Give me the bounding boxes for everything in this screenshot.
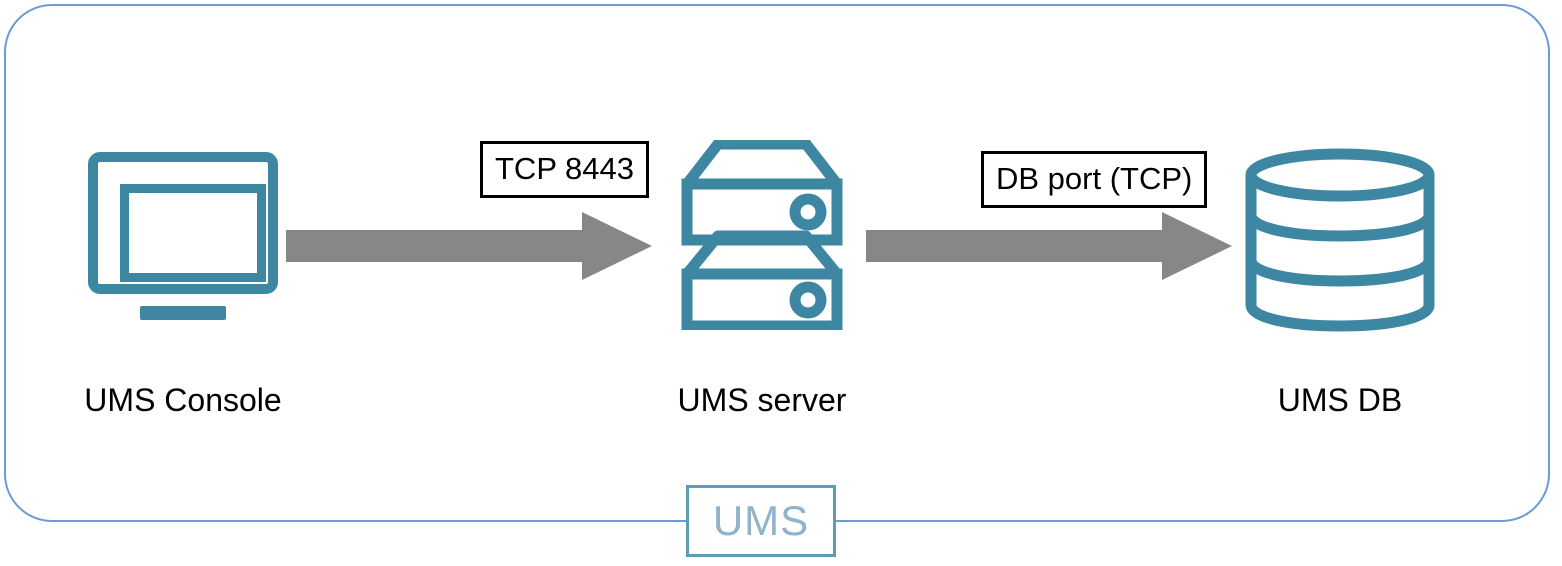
server-icon bbox=[663, 138, 861, 332]
server-lower-body bbox=[681, 268, 843, 332]
ums-badge: UMS bbox=[686, 485, 836, 557]
node-caption-ums-db: UMS DB bbox=[1277, 382, 1403, 418]
arrow-server-to-db bbox=[866, 212, 1232, 280]
server-upper-led bbox=[789, 193, 827, 231]
db-separator-2 bbox=[1245, 258, 1435, 287]
ums-badge-label: UMS bbox=[712, 497, 810, 544]
node-caption-ums-console: UMS Console bbox=[84, 382, 282, 418]
arrow-console-to-server bbox=[286, 212, 652, 280]
monitor-screen bbox=[120, 184, 266, 282]
db-cylinder-body bbox=[1245, 175, 1435, 332]
monitor-stand bbox=[140, 306, 226, 320]
server-lower-led bbox=[789, 281, 827, 319]
port-label-db-port: DB port (TCP) bbox=[981, 151, 1208, 208]
port-label-tcp-8443: TCP 8443 bbox=[480, 141, 650, 198]
db-top-ellipse bbox=[1245, 148, 1435, 202]
server-icon-glyph bbox=[681, 138, 843, 332]
node-caption-ums-server: UMS server bbox=[677, 382, 847, 418]
db-separator-1 bbox=[1245, 213, 1435, 242]
database-icon bbox=[1245, 148, 1435, 332]
monitor-icon bbox=[88, 152, 278, 324]
database-icon-glyph bbox=[1245, 148, 1435, 332]
server-upper-top bbox=[681, 138, 843, 190]
monitor-bezel bbox=[88, 152, 278, 294]
